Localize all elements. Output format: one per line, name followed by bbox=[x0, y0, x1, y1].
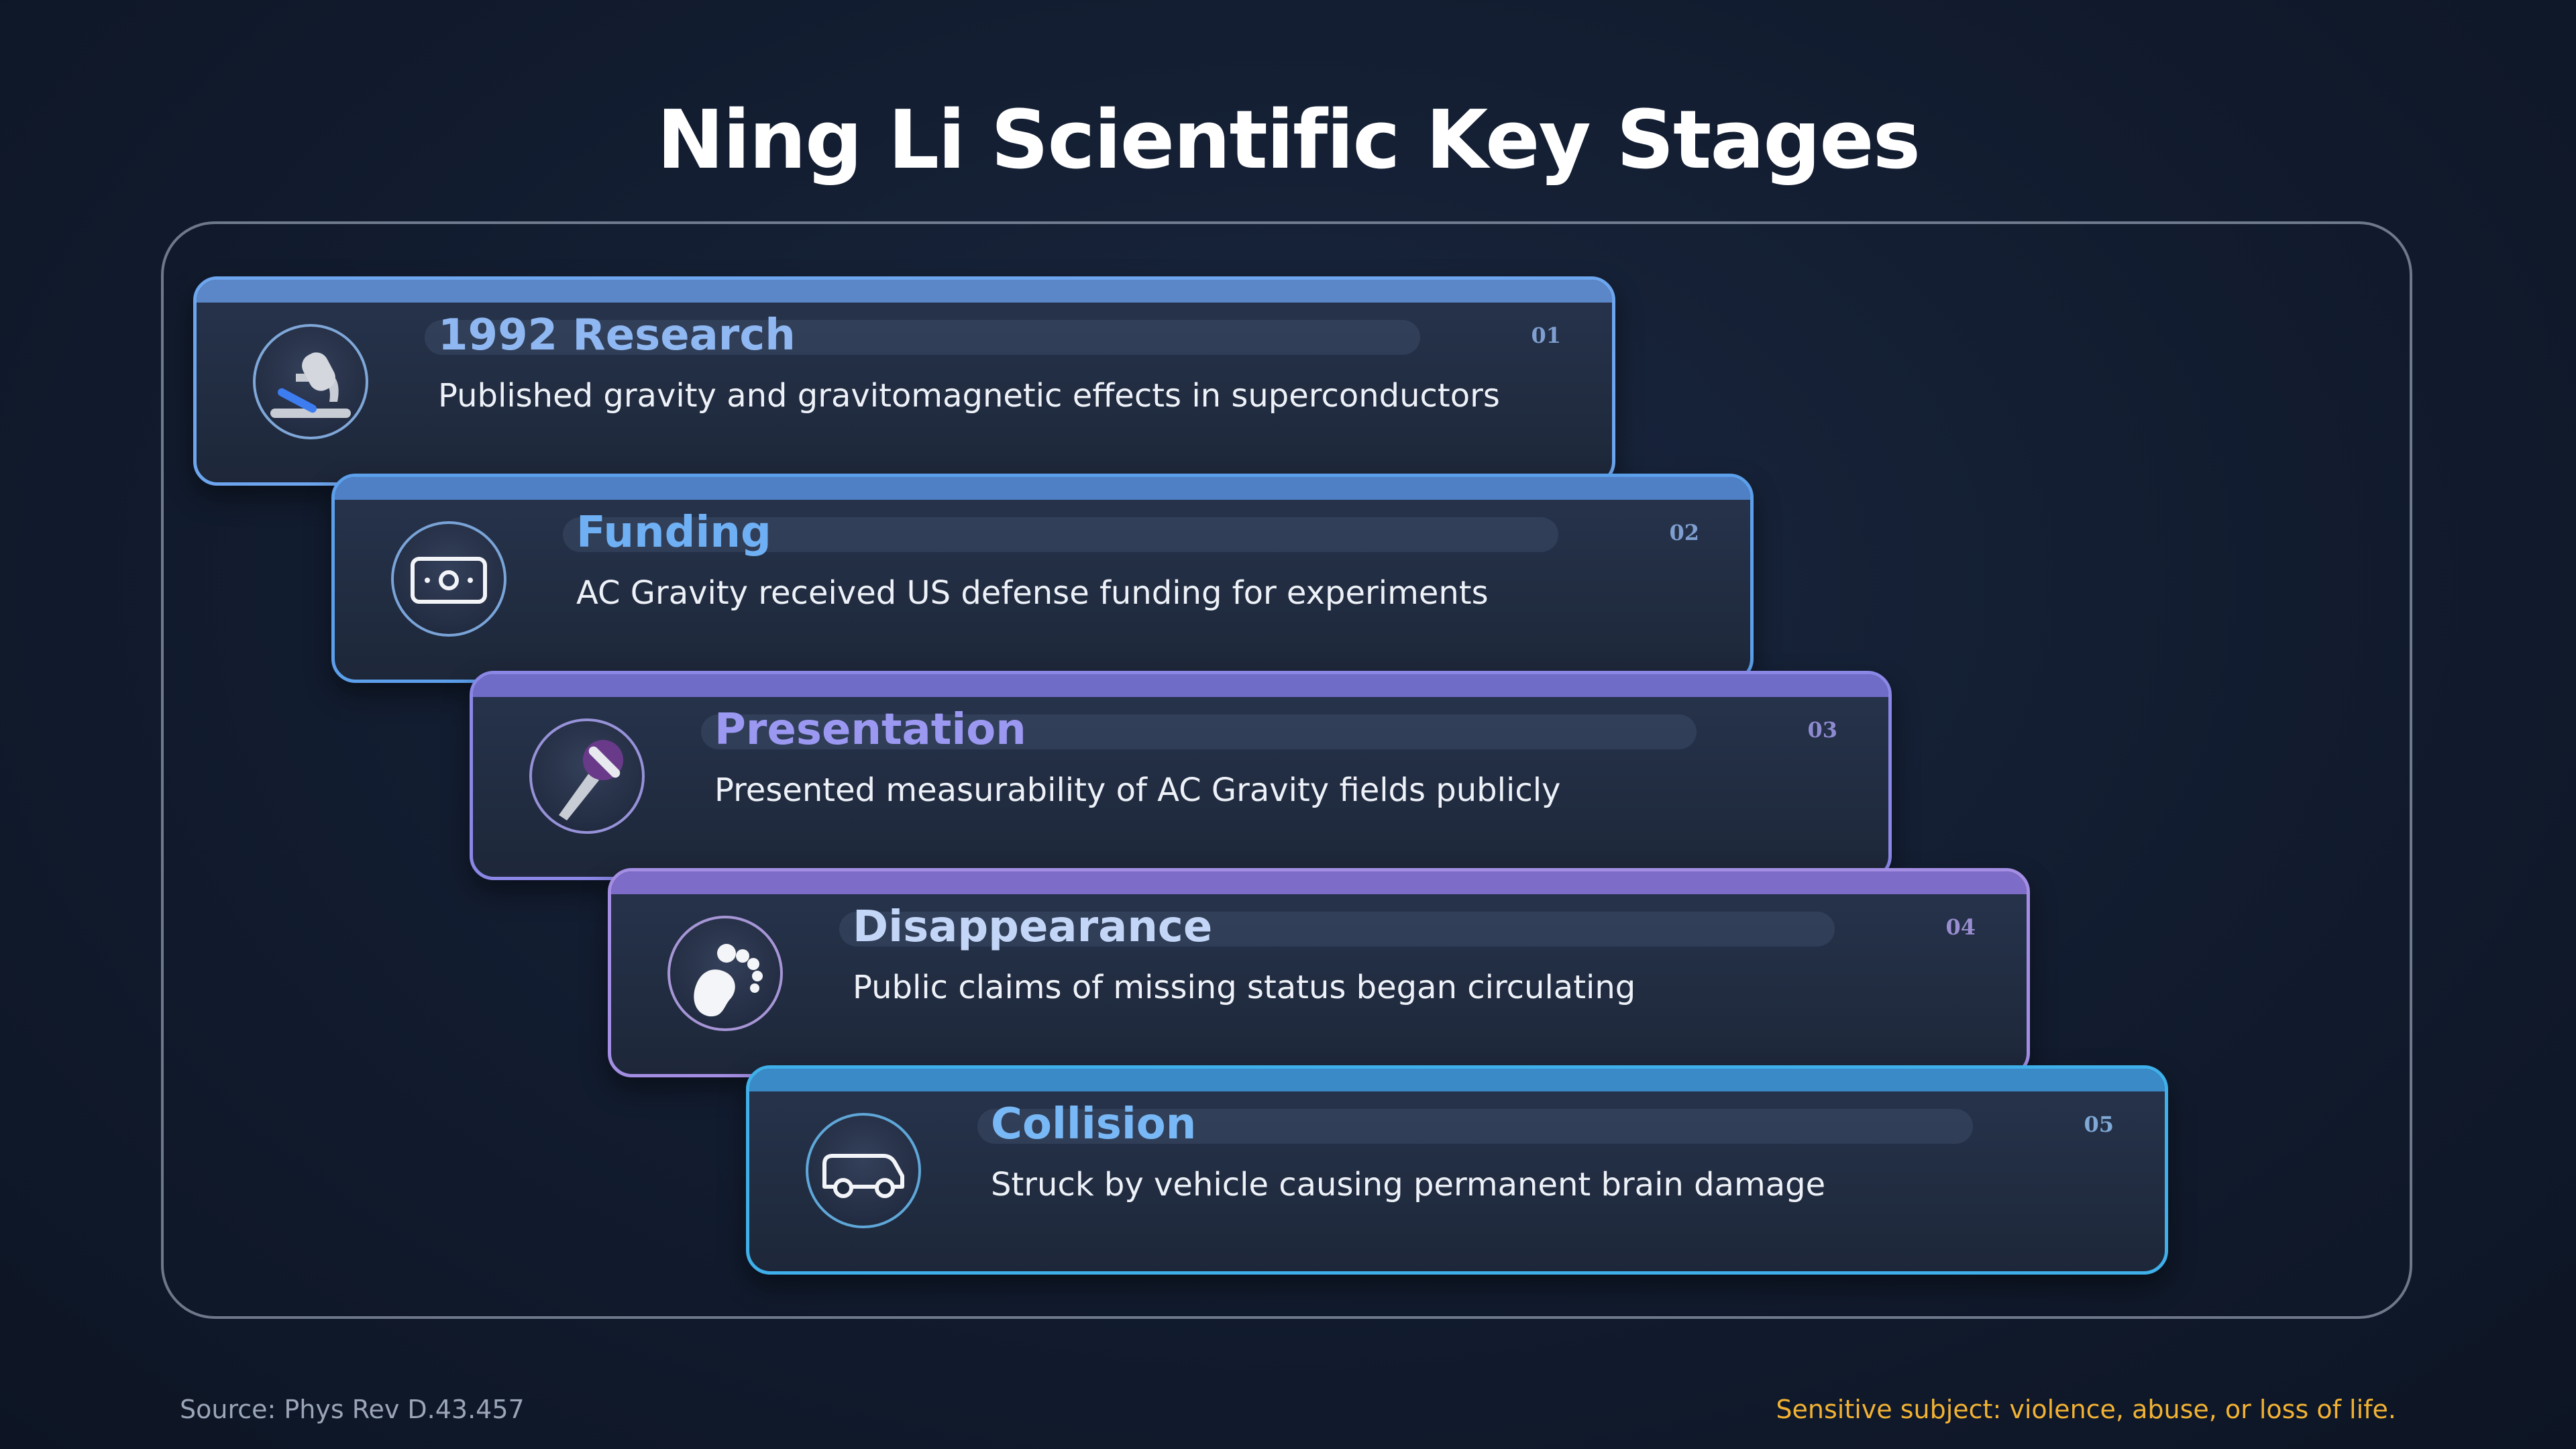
stage-heading: 1992 Research bbox=[438, 311, 796, 360]
stage-number: 01 bbox=[1531, 323, 1561, 348]
card-accent-bar bbox=[197, 280, 1612, 303]
stages-frame bbox=[161, 221, 2412, 1319]
page-title: Ning Li Scientific Key Stages bbox=[656, 94, 1921, 187]
stage-description: AC Gravity received US defense funding f… bbox=[576, 574, 1489, 612]
stage-number: 03 bbox=[1807, 717, 1837, 743]
heading-pill bbox=[977, 1109, 1973, 1144]
stage-card-research: 1992 Research Published gravity and grav… bbox=[193, 276, 1615, 486]
footprint-icon bbox=[667, 916, 783, 1031]
stage-card-presentation: Presentation Presented measurability of … bbox=[470, 671, 1892, 880]
banknote-icon bbox=[391, 521, 506, 637]
stage-card-collision: Collision Struck by vehicle causing perm… bbox=[746, 1065, 2168, 1275]
stage-description: Presented measurability of AC Gravity fi… bbox=[714, 771, 1561, 809]
microscope-icon bbox=[253, 324, 368, 439]
stage-heading: Presentation bbox=[714, 705, 1026, 755]
sensitive-warning: Sensitive subject: violence, abuse, or l… bbox=[1776, 1395, 2396, 1424]
stage-number: 05 bbox=[2084, 1112, 2114, 1137]
stage-number: 04 bbox=[1945, 914, 1976, 940]
card-accent-bar bbox=[611, 871, 2027, 894]
stage-heading: Funding bbox=[576, 508, 771, 557]
heading-pill bbox=[425, 320, 1420, 355]
stage-card-disappearance: Disappearance Public claims of missing s… bbox=[608, 868, 2030, 1077]
stage-description: Published gravity and gravitomagnetic ef… bbox=[438, 377, 1500, 415]
card-accent-bar bbox=[335, 477, 1750, 500]
stage-card-funding: Funding AC Gravity received US defense f… bbox=[331, 474, 1754, 683]
card-accent-bar bbox=[473, 674, 1888, 697]
source-note: Source: Phys Rev D.43.457 bbox=[180, 1395, 525, 1424]
stage-heading: Disappearance bbox=[853, 902, 1213, 952]
stage-description: Public claims of missing status began ci… bbox=[853, 969, 1636, 1006]
card-accent-bar bbox=[749, 1069, 2165, 1091]
heading-pill bbox=[701, 714, 1697, 749]
heading-pill bbox=[839, 912, 1835, 947]
heading-pill bbox=[563, 517, 1558, 552]
stage-heading: Collision bbox=[991, 1099, 1197, 1149]
car-icon bbox=[806, 1113, 921, 1228]
stage-description: Struck by vehicle causing permanent brai… bbox=[991, 1166, 1826, 1203]
microphone-icon bbox=[529, 718, 645, 834]
stage-number: 02 bbox=[1669, 520, 1699, 545]
